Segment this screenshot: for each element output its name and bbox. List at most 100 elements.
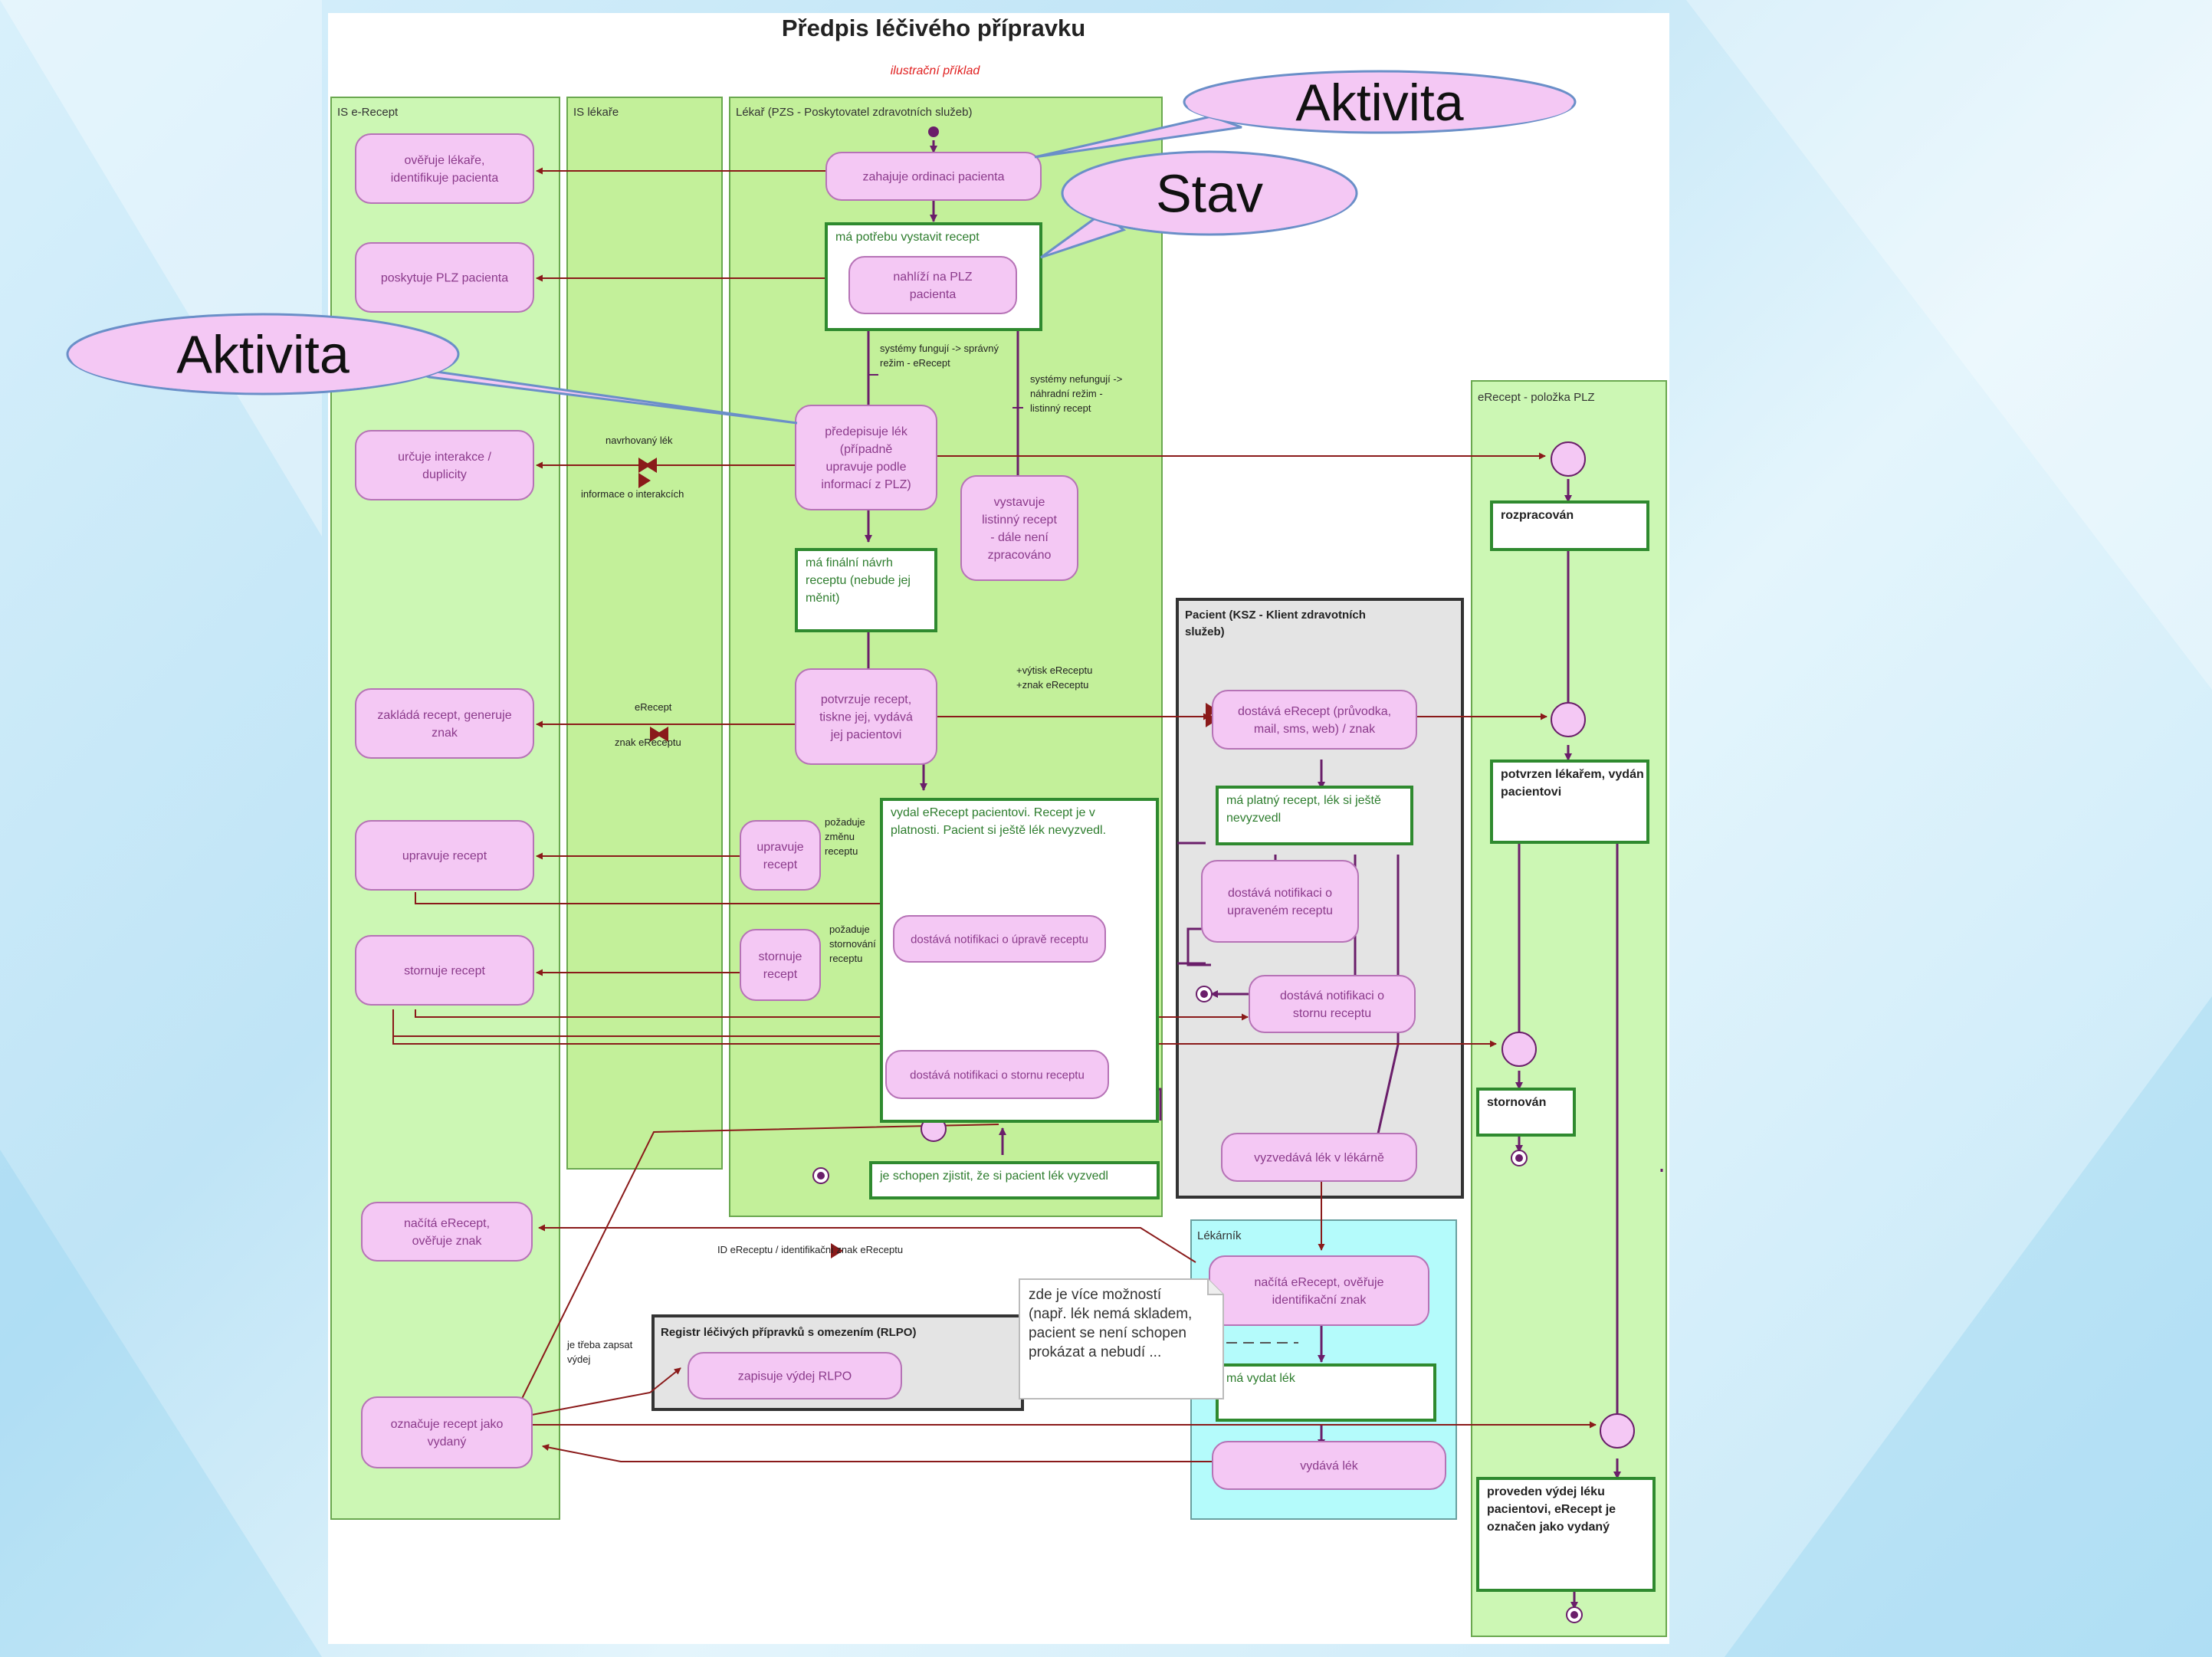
activity-vystavuje-listinny-line: listinný recept xyxy=(982,514,1057,527)
activity-vyzvedava-lek-line: vyzvedává lék v lékárně xyxy=(1254,1152,1384,1165)
activity-zapisuje-vydej-line: zapisuje výdej RLPO xyxy=(738,1370,852,1383)
activity-notifikace-uprava-lekar-inner-line: dostává notifikaci o úpravě receptu xyxy=(911,933,1088,946)
activity-notifikace-storno-pacient: dostává notifikaci o stornu receptu xyxy=(1249,975,1416,1033)
activity-potvrzuje-recept-line: potvrzuje recept, xyxy=(821,694,911,707)
label-pozaduje-storno-line: požaduje xyxy=(829,924,870,935)
state-proveden-line: pacientovi, eRecept je xyxy=(1487,1503,1616,1516)
label-erecept-line: eRecept xyxy=(635,701,672,713)
activity-overuje-lekare-line: ověřuje lékaře, xyxy=(405,154,485,167)
activity-dostava-erecept: dostává eRecept (průvodka, mail, sms, web… xyxy=(1212,690,1417,750)
label-je-treba-zapsat-line: je třeba zapsat xyxy=(566,1339,633,1350)
state-vydal-erecept-line: vydal eRecept pacientovi. Recept je v xyxy=(891,806,1095,819)
lane-polozka-label: eRecept - položka PLZ xyxy=(1478,391,1595,404)
lane-pacient-label-1: Pacient (KSZ - Klient zdravotních xyxy=(1185,609,1366,622)
label-systemy-nefunguji-line: systémy nefungují -> xyxy=(1030,373,1122,385)
activity-dostava-erecept-line: dostává eRecept (průvodka, xyxy=(1238,704,1391,718)
activity-notifikace-storno-pacient-line: dostává notifikaci o xyxy=(1280,989,1384,1002)
activity-potvrzuje-recept-line: tiskne jej, vydává xyxy=(819,711,913,724)
note-comment: zde je více možností (např. lék nemá skla… xyxy=(1019,1278,1224,1399)
activity-vydava-lek-line: vydává lék xyxy=(1300,1460,1359,1473)
activity-notifikace-uprava-pacient-line: dostává notifikaci o xyxy=(1228,887,1332,900)
lane-is-lekare-label: IS lékaře xyxy=(573,106,619,119)
activity-overuje-lekare-line: identifikuje pacienta xyxy=(391,172,499,185)
activity-urcuje-interakce-line: duplicity xyxy=(422,468,467,481)
activity-stornuje-recept-lekar-line: recept xyxy=(763,968,798,981)
label-pozaduje-zmenu-line: změnu xyxy=(825,831,855,842)
state-stornovan-line: stornován xyxy=(1487,1096,1546,1109)
diagram-subtitle: ilustrační příklad xyxy=(891,64,981,77)
activity-dostava-erecept-line: mail, sms, web) / znak xyxy=(1254,723,1376,736)
activity-nacita-erecept-is: načítá eRecept, ověřuje znak xyxy=(361,1202,533,1262)
activity-nacita-erecept-lekarnik-line: načítá eRecept, ověřuje xyxy=(1255,1276,1384,1289)
activity-predepisuje-lek-line: (případně xyxy=(840,443,893,456)
state-je-schopen: je schopen zjistit, že si pacient lék vy… xyxy=(869,1161,1160,1199)
activity-zahajuje-ordinaci-line: zahajuje ordinaci pacienta xyxy=(862,171,1004,184)
label-navrhovany-lek-line: navrhovaný lék xyxy=(606,435,673,446)
label-informace-interakcich-line: informace o interakcích xyxy=(581,488,684,500)
activity-potvrzuje-recept: potvrzuje recept, tiskne jej, vydává jej p… xyxy=(795,668,937,765)
label-pozaduje-zmenu-line: požaduje xyxy=(825,816,865,828)
note-comment-line: (např. lék nemá skladem, xyxy=(1029,1306,1192,1322)
activity-poskytuje-plz: poskytuje PLZ pacienta xyxy=(355,242,534,313)
lane-rlpo-label: Registr léčivých přípravků s omezením (R… xyxy=(661,1326,916,1339)
note-comment-line: zde je více možností xyxy=(1029,1287,1162,1303)
state-proveden-line: označen jako vydaný xyxy=(1487,1521,1610,1534)
activity-overuje-lekare: ověřuje lékaře, identifikuje pacienta xyxy=(355,133,534,204)
activity-vyzvedava-lek: vyzvedává lék v lékárně xyxy=(1221,1133,1417,1182)
state-financni-navrh-line: receptu (nebude jej xyxy=(806,574,911,587)
label-vytisk-znak-line: +výtisk eReceptu xyxy=(1016,664,1092,676)
state-stornovan: stornován xyxy=(1476,1088,1576,1137)
activity-notifikace-uprava-lekar-inner: dostává notifikaci o úpravě receptu xyxy=(893,915,1106,963)
note-comment-line: prokázat a nebudí ... xyxy=(1029,1344,1161,1360)
label-znak-ereceptu-line: znak eReceptu xyxy=(615,737,681,748)
diagram-canvas: IS e-Recept IS lékaře Lékař (PZS - Posky… xyxy=(328,13,1669,1644)
label-vytisk-znak-line: +znak eReceptu xyxy=(1016,679,1088,691)
activity-nacita-erecept-is-line: načítá eRecept, xyxy=(404,1217,490,1230)
label-systemy-funguji-line: režim - eRecept xyxy=(880,357,950,369)
activity-diagram: IS e-Recept IS lékaře Lékař (PZS - Posky… xyxy=(330,15,1667,1637)
activity-upravuje-recept-is-line: upravuje recept xyxy=(402,850,487,863)
activity-potvrzuje-recept-line: jej pacientovi xyxy=(830,729,902,742)
activity-poskytuje-plz-line: poskytuje PLZ pacienta xyxy=(381,272,508,285)
state-ma-platny-line: nevyzvedl xyxy=(1226,812,1281,825)
label-systemy-nefunguji-line: náhradní režim - xyxy=(1030,388,1103,399)
state-rozpracovan-line: rozpracován xyxy=(1501,509,1574,522)
activity-notifikace-storno-pacient-line: stornu receptu xyxy=(1293,1007,1371,1020)
activity-predepisuje-lek-line: upravuje podle xyxy=(826,461,907,474)
activity-stornuje-recept-is-line: stornuje recept xyxy=(404,965,485,978)
activity-vystavuje-listinny-line: vystavuje xyxy=(994,496,1045,509)
activity-vystavuje-listinny-line: - dále není xyxy=(990,531,1049,544)
activity-oznacuje-vydany-line: vydaný xyxy=(428,1436,467,1449)
label-systemy-funguji-line: systémy fungují -> správný xyxy=(880,343,999,354)
lane-is-erecept-label: IS e-Recept xyxy=(337,106,399,119)
activity-predepisuje-lek-line: předepisuje lék xyxy=(825,425,908,438)
note-comment-line: pacient se není schopen xyxy=(1029,1325,1186,1341)
label-systemy-nefunguji-line: listinný recept xyxy=(1030,402,1091,414)
state-rozpracovan: rozpracován xyxy=(1490,500,1649,551)
state-ma-vydat-line: má vydat lék xyxy=(1226,1372,1296,1385)
lane-is-lekare xyxy=(566,97,723,1170)
activity-notifikace-storno-lekar-inner: dostává notifikaci o stornu receptu xyxy=(885,1050,1109,1099)
activity-stornuje-recept-is: stornuje recept xyxy=(355,935,534,1006)
initial-node xyxy=(928,126,939,137)
activity-zaklada-recept-line: zakládá recept, generuje xyxy=(377,709,511,722)
activity-vydava-lek: vydává lék xyxy=(1212,1441,1446,1490)
activity-nacita-erecept-is-line: ověřuje znak xyxy=(412,1235,483,1248)
state-je-schopen-line: je schopen zjistit, že si pacient lék vy… xyxy=(879,1170,1108,1183)
activity-vystavuje-listinny-line: zpracováno xyxy=(988,549,1052,562)
activity-nacita-erecept-lekarnik-line: identifikační znak xyxy=(1272,1294,1367,1307)
state-ma-potrebu-line: má potřebu vystavit recept xyxy=(835,231,980,244)
label-je-treba-zapsat-line: výdej xyxy=(567,1353,590,1365)
activity-zaklada-recept-line: znak xyxy=(432,727,458,740)
activity-zahajuje-ordinaci: zahajuje ordinaci pacienta xyxy=(825,152,1042,201)
activity-nacita-erecept-lekarnik: načítá eRecept, ověřuje identifikační zna… xyxy=(1209,1255,1429,1326)
lane-lekarnik-label: Lékárník xyxy=(1197,1229,1242,1242)
activity-vystavuje-listinny: vystavuje listinný recept - dále není zprac… xyxy=(960,475,1078,581)
activity-zapisuje-vydej: zapisuje výdej RLPO xyxy=(688,1352,902,1399)
